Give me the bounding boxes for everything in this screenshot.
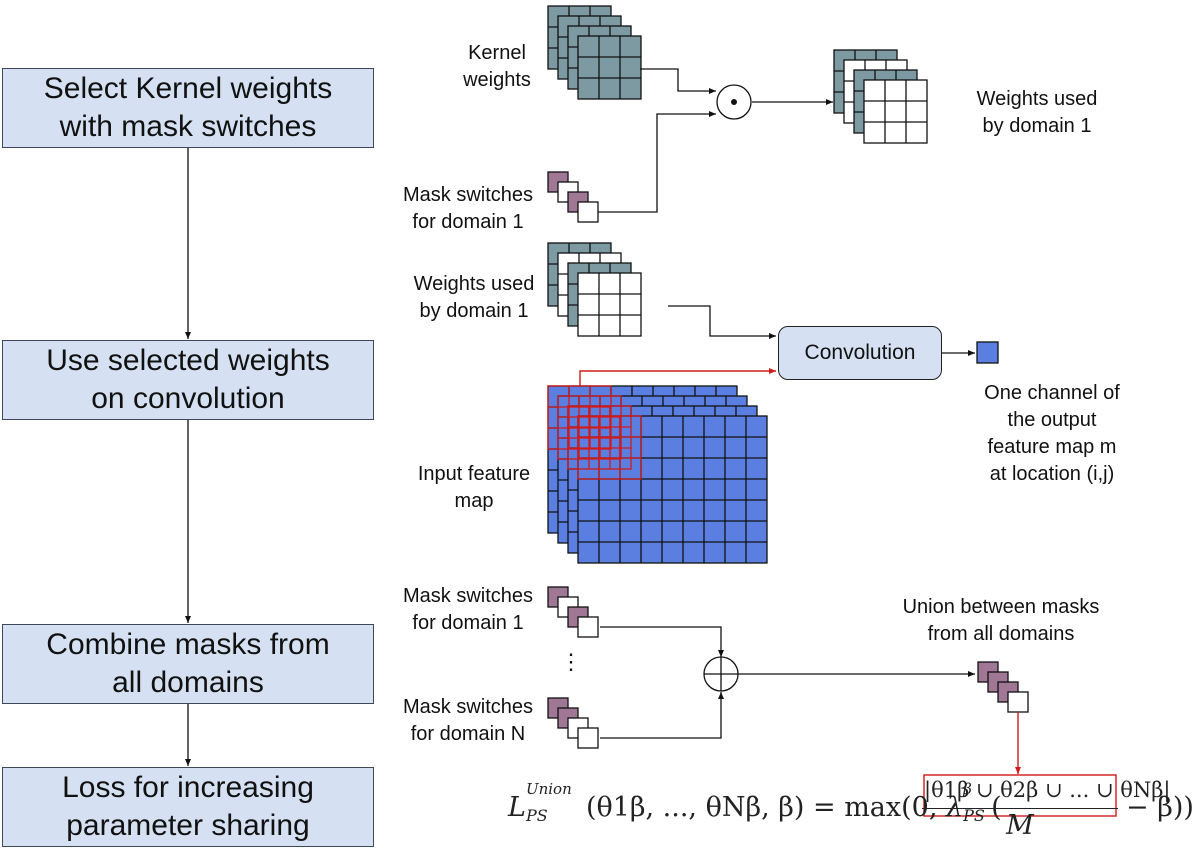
domain1-weight-layer: [863, 79, 928, 144]
mask-switch: [577, 616, 599, 638]
union-mask-switch: [1007, 691, 1029, 713]
weights-used-domain1-mid-label: Weights used by domain 1: [413, 273, 535, 322]
formula-lhs-symbol: L: [508, 792, 526, 823]
weights-used-domain1-right-label: Weights used by domain 1: [976, 88, 1098, 137]
convolution-box: Convolution: [778, 326, 942, 380]
domain1-weight-layer-mid: [577, 272, 642, 337]
receptive-field-highlight: [577, 415, 642, 480]
formula-lhs-sub: PS: [525, 806, 548, 825]
mask-switches-domainN-label: Mask switches for domain N: [402, 696, 534, 745]
formula-lhs-sup: Union: [525, 780, 572, 798]
step-use-selected-weights: Use selected weights on convolution: [2, 340, 374, 420]
step-select-kernel-weights: Select Kernel weights with mask switches: [2, 68, 374, 148]
formula-rhs-prefix: = max(0,: [812, 792, 946, 823]
formula-numerator: |θ1β ∪ θ2β ∪ ... ∪ θNβ|: [922, 772, 1170, 809]
formula-rhs-suffix: − β)): [1126, 792, 1194, 823]
step-label: Select Kernel weights with mask switches: [43, 72, 333, 143]
step-label: Combine masks from all domains: [46, 628, 330, 699]
highlight-connectors: [579, 368, 1117, 817]
step-label: Loss for increasing parameter sharing: [62, 771, 314, 842]
weights-to-conv-line: [668, 305, 776, 339]
mask-switches-domain1-top-label: Mask switches for domain 1: [402, 184, 534, 233]
formula-lambda-sub: PS: [963, 806, 985, 825]
maskN-to-union-line: [600, 692, 724, 739]
kernel-weights-label: Kernel weights: [463, 42, 531, 91]
step-label: Use selected weights on convolution: [46, 344, 330, 415]
product-dot-icon: [731, 99, 737, 105]
mask-to-product-line: [598, 111, 716, 213]
mask-switches-domain1-bottom-label: Mask switches for domain 1: [402, 585, 534, 634]
output-channel-square: [976, 341, 999, 364]
step-combine-masks: Combine masks from all domains: [2, 624, 374, 704]
formula-args: (θ1β, ..., θNβ, β): [585, 792, 805, 823]
formula-lambda: λ: [946, 792, 964, 823]
formula-lambda-sup: β: [963, 780, 972, 798]
formula-fraction: |θ1β ∪ θ2β ∪ ... ∪ θNβ| M: [922, 772, 1170, 843]
formula-numerator-highlight: [923, 774, 1117, 817]
convolution-label: Convolution: [804, 341, 916, 364]
union-masks-label: Union between masks from all domains: [902, 596, 1100, 645]
formula-denominator: M: [1006, 810, 1034, 841]
ellipsis-vertical: ⋮: [560, 649, 582, 674]
kernel-weight-layer: [577, 35, 642, 100]
patch-to-conv-line: [579, 368, 776, 386]
connectors: [598, 68, 975, 739]
step-loss-parameter-sharing: Loss for increasing parameter sharing: [2, 767, 374, 847]
mask1-to-union-line: [600, 626, 724, 657]
output-channel-label: One channel of the output feature map m …: [984, 382, 1120, 485]
mask-switch: [577, 201, 599, 223]
kernel-to-product-line: [640, 68, 716, 94]
mask-switch: [577, 727, 599, 749]
input-feature-map-label: Input feature map: [417, 463, 531, 512]
